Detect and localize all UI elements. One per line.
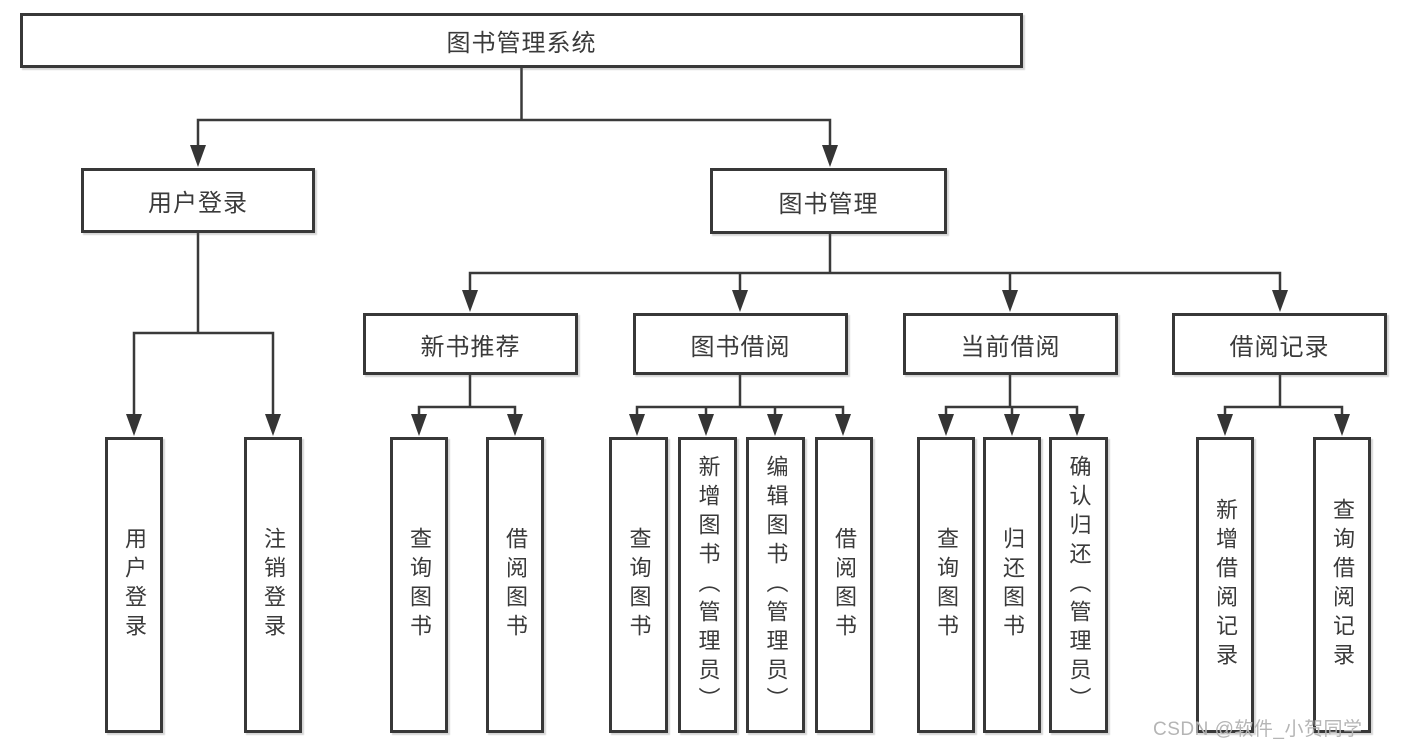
- node-book-management: 图书管理: [710, 168, 947, 234]
- leaf-borrow-edit-label: 编辑图书（管理员）: [763, 454, 789, 716]
- node-current-borrow: 当前借阅: [903, 313, 1118, 375]
- leaf-current-return: 归还图书: [983, 437, 1041, 733]
- node-new-book-recommend: 新书推荐: [363, 313, 578, 375]
- leaf-borrow-query-label: 查询图书: [626, 527, 652, 643]
- watermark: CSDN @软件_小贺同学: [1153, 719, 1363, 740]
- leaf-borrow-add-label: 新增图书（管理员）: [695, 454, 721, 716]
- leaf-current-return-label: 归还图书: [1000, 527, 1025, 643]
- leaf-borrow-borrow: 借阅图书: [815, 437, 873, 733]
- connector-borrow-bus: [635, 405, 845, 416]
- leaf-records-add-label: 新增借阅记录: [1213, 498, 1238, 672]
- leaf-newbooks-query: 查询图书: [390, 437, 448, 733]
- node-book-management-label: 图书管理: [778, 190, 879, 218]
- leaf-current-query: 查询图书: [917, 437, 975, 733]
- leaf-user-login-label: 用户登录: [122, 527, 147, 643]
- node-borrow-records-label: 借阅记录: [1229, 333, 1330, 361]
- connector-current-bus: [944, 405, 1079, 416]
- leaf-borrow-add: 新增图书（管理员）: [678, 437, 737, 733]
- node-user-login: 用户登录: [81, 168, 315, 233]
- node-borrow-records: 借阅记录: [1172, 313, 1387, 375]
- connector-level3-bus: [468, 271, 1282, 292]
- leaf-records-query-label: 查询借阅记录: [1330, 498, 1355, 672]
- node-root: 图书管理系统: [20, 13, 1023, 68]
- connector-root-bus: [196, 118, 832, 148]
- leaf-current-confirm: 确认归还（管理员）: [1049, 437, 1108, 733]
- leaf-newbooks-query-label: 查询图书: [407, 527, 432, 643]
- node-root-label: 图书管理系统: [446, 30, 597, 57]
- leaf-borrow-query: 查询图书: [609, 437, 668, 733]
- node-current-borrow-label: 当前借阅: [960, 333, 1061, 361]
- connector-newbooks-bus: [417, 405, 517, 416]
- connector-records-bus: [1223, 405, 1344, 416]
- leaf-borrow-borrow-label: 借阅图书: [832, 527, 857, 643]
- leaf-user-login: 用户登录: [105, 437, 163, 733]
- node-book-borrow: 图书借阅: [633, 313, 848, 375]
- leaf-current-confirm-label: 确认归还（管理员）: [1066, 454, 1092, 716]
- node-new-book-recommend-label: 新书推荐: [420, 333, 521, 361]
- leaf-newbooks-borrow-label: 借阅图书: [503, 527, 528, 643]
- leaf-current-query-label: 查询图书: [934, 527, 959, 643]
- connector-login-bus: [132, 331, 275, 416]
- leaf-records-add: 新增借阅记录: [1196, 437, 1254, 733]
- leaf-newbooks-borrow: 借阅图书: [486, 437, 544, 733]
- leaf-borrow-edit: 编辑图书（管理员）: [746, 437, 805, 733]
- leaf-records-query: 查询借阅记录: [1313, 437, 1371, 733]
- node-book-borrow-label: 图书借阅: [690, 333, 791, 361]
- leaf-logout: 注销登录: [244, 437, 302, 733]
- leaf-logout-label: 注销登录: [261, 527, 286, 643]
- node-user-login-label: 用户登录: [148, 190, 248, 217]
